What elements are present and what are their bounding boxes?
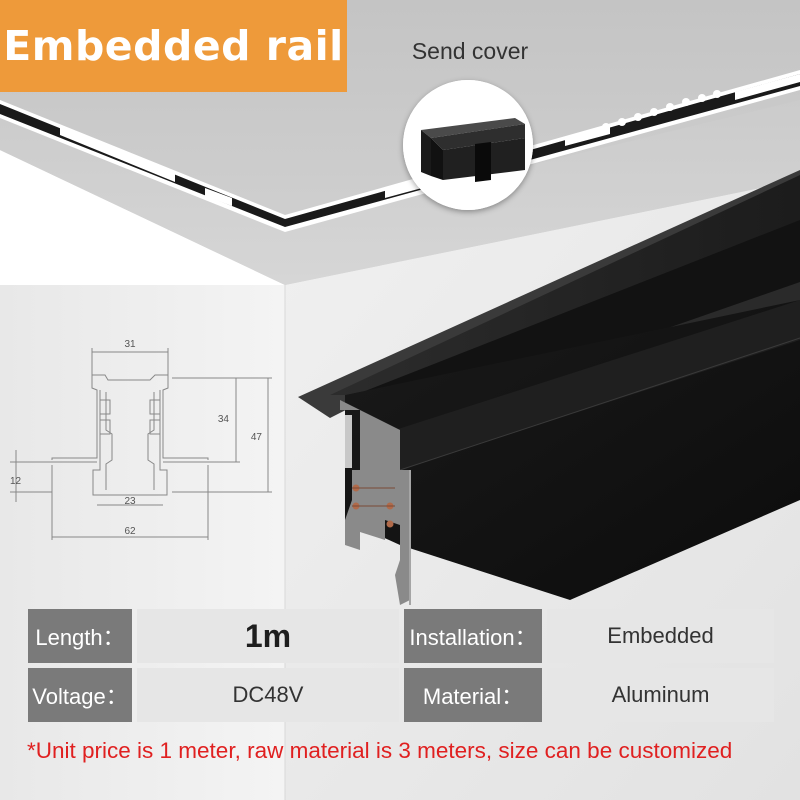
rail-profile [298, 170, 800, 605]
voltage-label: Voltage： [28, 668, 132, 722]
pricing-note: *Unit price is 1 meter, raw material is … [27, 738, 733, 763]
dim-top-width: 31 [124, 339, 136, 350]
dimension-drawing: 31 34 47 12 23 62 [10, 339, 272, 540]
dim-total-height: 47 [251, 432, 263, 443]
title-badge: Embedded rail [0, 0, 347, 92]
dim-flange-width: 62 [124, 526, 136, 537]
dim-inner-height: 34 [218, 414, 230, 425]
dim-flange-height: 12 [10, 476, 22, 487]
spec-table: Length： 1m Installation： Embedded Voltag… [28, 609, 774, 722]
cover-label: Send cover [411, 38, 529, 64]
cover-piece-icon [403, 80, 533, 210]
installation-value: Embedded [547, 609, 774, 663]
material-value: Aluminum [547, 668, 774, 722]
length-value: 1m [137, 609, 399, 663]
installation-label: Installation： [404, 609, 542, 663]
spec-row: Length： 1m Installation： Embedded [28, 609, 774, 663]
material-label: Material： [404, 668, 542, 722]
length-label: Length： [28, 609, 132, 663]
dim-inner-width: 23 [124, 496, 136, 507]
spec-row: Voltage： DC48V Material： Aluminum [28, 668, 774, 722]
title-text: Embedded rail [3, 22, 344, 70]
cover-image [403, 80, 533, 210]
voltage-value: DC48V [137, 668, 399, 722]
